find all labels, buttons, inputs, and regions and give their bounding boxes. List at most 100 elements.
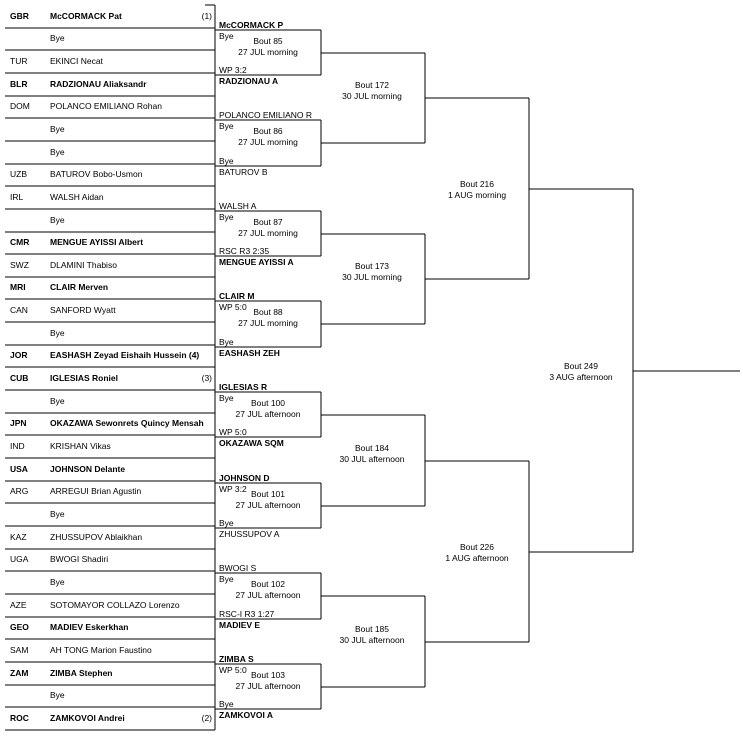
entrant-country: JPN [10,418,27,428]
entrant-country: CMR [10,237,30,247]
round1-top-winner: ZIMBA S [219,654,254,664]
entrant-name: Bye [50,124,65,134]
entrant-country: UZB [10,169,27,179]
entrant-country: CAN [10,305,28,315]
round1-time: 27 JUL morning [238,318,298,328]
round1-bottom-winner: RADZIONAU A [219,76,279,86]
entrant-name: Bye [50,215,65,225]
entrant-country: ZAM [10,668,29,678]
entrant-country: SAM [10,645,29,655]
round1-bottom-winner: ZHUSSUPOV A [219,529,280,539]
round1-top-result: Bye [219,574,234,584]
entrant-name: AH TONG Marion Faustino [50,645,152,655]
round1-top-winner: McCORMACK P [219,20,284,30]
round1-bout: Bout 87 [253,216,283,227]
round1-top-winner: JOHNSON D [219,473,270,483]
entrant-name: IGLESIAS Roniel [50,373,119,383]
entrant-country: GBR [10,11,29,21]
entrant-name: Bye [50,690,65,700]
round1-time: 27 JUL morning [238,46,298,57]
entrant-name: DLAMINI Thabiso [50,260,117,270]
round4-bout: Bout 249 [563,361,599,371]
round1-time: 27 JUL afternoon [235,680,301,691]
round1-time: 27 JUL afternoon [235,499,301,510]
round4-time: 3 AUG afternoon [549,372,613,382]
entrant-name: MENGUE AYISSI Albert [50,237,144,247]
entrant-name: ZAMKOVOI Andrei [50,713,125,723]
round1-bout: Bout 102 [250,579,286,589]
entrant-name: CLAIR Merven [50,282,109,292]
round1-top-result: Bye [219,212,234,222]
round3-bout: Bout 226 [459,542,495,552]
entrant-name: ARREGUI Brian Agustin [50,486,142,496]
entrant-name: ZHUSSUPOV Ablaikhan [50,532,143,542]
entrant-seed: (3) [201,373,212,383]
entrant-country: USA [10,464,28,474]
entrant-name: Bye [50,147,65,157]
round2-bout: Bout 185 [354,624,390,634]
round1-time: 27 JUL morning [238,227,298,238]
round1-bottom-result: Bye [219,699,234,709]
round1-bout: Bout 88 [253,307,283,317]
entrant-country: IRL [10,192,24,202]
entrant-name: SANFORD Wyatt [50,305,116,315]
entrant-country: UGA [10,554,29,564]
round1-bottom-result: Bye [219,337,234,347]
round1-bottom-winner: MADIEV E [219,620,261,630]
entrant-name: Bye [50,33,65,43]
round1-time: 27 JUL morning [238,137,298,147]
round2-bout: Bout 184 [354,443,390,453]
round2-bout: Bout 173 [354,261,390,271]
round1-bout: Bout 103 [250,669,286,680]
entrant-name: EKINCI Necat [50,56,103,66]
round1-bottom-result: WP 3:2 [219,65,247,75]
entrant-country: CUB [10,373,29,383]
round3-time: 1 AUG morning [447,190,507,200]
entrant-name: Bye [50,328,65,338]
round1-bottom-winner: ZAMKOVOI A [219,710,273,720]
entrant-name: BATUROV Bobo-Usmon [50,169,143,179]
round1-bottom-result: RSC R3 2:35 [219,246,270,256]
entrant-name: Bye [50,509,65,519]
entrant-name: JOHNSON Delante [50,464,126,474]
round3-bout: Bout 216 [459,179,495,189]
entrant-country: ROC [10,713,29,723]
round1-top-winner: WALSH A [219,201,257,211]
entrant-country: ARG [10,486,29,496]
entrant-name: KRISHAN Vikas [50,441,111,451]
round1-bottom-result: Bye [219,518,234,528]
round1-bottom-result: Bye [219,156,234,166]
round1-top-winner: POLANCO EMILIANO R [219,110,313,120]
round2-time: 30 JUL morning [342,91,402,101]
entrant-name: POLANCO EMILIANO Rohan [50,101,162,111]
round1-bout: Bout 86 [253,126,283,136]
entrant-name: WALSH Aidan [50,192,104,202]
round1-bottom-winner: OKAZAWA SQM [219,438,284,448]
entrant-country: JOR [10,350,28,360]
entrant-country: AZE [10,600,27,610]
entrant-country: BLR [10,79,28,89]
entrant-name: SOTOMAYOR COLLAZO Lorenzo [50,600,180,610]
entrant-seed: (2) [201,713,212,723]
round1-top-result: Bye [219,31,234,41]
round1-bout: Bout 85 [253,35,283,46]
entrant-seed: (1) [201,11,212,21]
round1-bottom-winner: MENGUE AYISSI A [219,257,294,267]
round1-top-result: WP 5:0 [219,665,247,675]
entrant-name: BWOGI Shadiri [50,554,109,564]
round3-time: 1 AUG afternoon [445,553,509,563]
entrant-country: IND [10,441,25,451]
entrant-country: KAZ [10,532,27,542]
round1-bottom-result: RSC-I R3 1:27 [219,609,275,619]
round2-bout: Bout 172 [354,80,390,90]
round1-bout: Bout 101 [250,488,286,499]
round1-top-winner: CLAIR M [219,291,255,301]
round1-bottom-winner: EASHASH ZEH [219,348,280,358]
round1-bottom-result: WP 5:0 [219,427,247,437]
entrant-country: MRI [10,282,26,292]
entrant-country: DOM [10,101,30,111]
entrant-country: SWZ [10,260,29,270]
entrant-name: RADZIONAU Aliaksandr [50,79,147,89]
entrant-country: TUR [10,56,28,66]
